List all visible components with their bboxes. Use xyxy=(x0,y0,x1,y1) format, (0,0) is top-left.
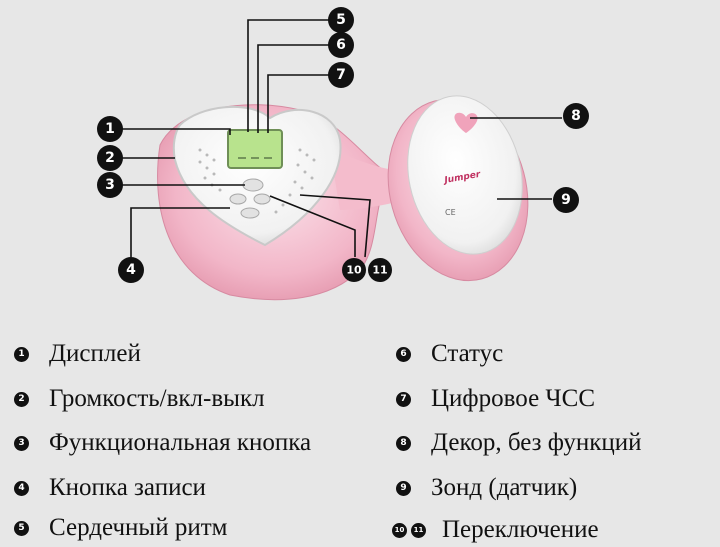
callout-badge-9: 9 xyxy=(553,187,579,213)
callout-badge-11: 11 xyxy=(368,258,392,282)
leader-10 xyxy=(269,195,356,257)
legend-badge: 7 xyxy=(396,391,411,407)
legend-label: Кнопка записи xyxy=(49,474,206,501)
svg-text:11: 11 xyxy=(372,264,387,277)
speaker-grille xyxy=(198,148,316,214)
legend-item-10-11: 10 11 Переключение xyxy=(392,515,599,545)
legend-label: Переключение xyxy=(442,516,599,543)
legend-label: Декор, без функций xyxy=(431,429,642,456)
legend-badge: 8 xyxy=(396,435,411,451)
svg-text:3: 3 xyxy=(105,177,115,193)
legend-item-7: 7 Цифровое ЧСС xyxy=(396,384,595,414)
legend-badge: 11 xyxy=(411,522,426,538)
callout-badge-10: 10 xyxy=(342,258,366,282)
record-button-right[interactable] xyxy=(253,193,271,205)
legend-badge: 4 xyxy=(14,480,29,496)
connector-bridge xyxy=(330,150,405,210)
svg-text:2: 2 xyxy=(105,150,115,166)
legend-item-6: 6 Статус xyxy=(396,339,503,369)
legend-item-3: 3 Функциональная кнопка xyxy=(14,428,311,458)
legend-label: Сердечный ритм xyxy=(49,514,228,541)
legend-item-1: 1 Дисплей xyxy=(14,339,141,369)
legend-badge: 1 xyxy=(14,346,29,362)
svg-text:5: 5 xyxy=(336,12,346,28)
legend-badge: 5 xyxy=(14,520,29,536)
callout-badge-8: 8 xyxy=(563,103,589,129)
leader-7 xyxy=(267,74,329,133)
svg-text:7: 7 xyxy=(336,67,346,83)
main-unit xyxy=(157,104,405,301)
callout-badge-7: 7 xyxy=(328,62,354,88)
legend-badge: 10 xyxy=(392,522,407,538)
leader-lines xyxy=(122,19,562,258)
legend-item-2: 2 Громкость/вкл-выкл xyxy=(14,384,265,414)
legend-badge: 3 xyxy=(14,435,29,451)
leader-4 xyxy=(130,207,230,257)
leader-6 xyxy=(257,44,329,133)
svg-text:9: 9 xyxy=(561,192,571,208)
svg-text:4: 4 xyxy=(126,262,136,278)
callout-badge-1: 1 xyxy=(97,116,123,142)
probe-unit: Jumper CE xyxy=(387,95,529,282)
legend-item-8: 8 Декор, без функций xyxy=(396,428,642,458)
heart-face xyxy=(172,105,342,247)
svg-text:8: 8 xyxy=(571,108,581,124)
ce-mark: CE xyxy=(445,208,456,217)
svg-text:10: 10 xyxy=(346,264,362,277)
lcd-display xyxy=(227,129,283,169)
svg-text:1: 1 xyxy=(105,121,115,137)
legend-label: Статус xyxy=(431,340,504,367)
callout-badge-4: 4 xyxy=(118,257,144,283)
legend-badge: 6 xyxy=(396,346,411,362)
leader-1 xyxy=(122,128,231,135)
legend-label: Цифровое ЧСС xyxy=(431,385,596,412)
leader-11 xyxy=(299,194,371,258)
callout-badge-3: 3 xyxy=(97,172,123,198)
legend-label: Зонд (датчик) xyxy=(431,474,578,501)
function-button[interactable] xyxy=(242,178,264,192)
leader-5 xyxy=(247,19,329,132)
legend-item-4: 4 Кнопка записи xyxy=(14,473,206,503)
lower-button[interactable] xyxy=(240,207,260,219)
callout-badge-2: 2 xyxy=(97,145,123,171)
callout-badge-6: 6 xyxy=(328,32,354,58)
svg-text:6: 6 xyxy=(336,37,346,53)
record-button-left[interactable] xyxy=(229,193,247,205)
legend-label: Громкость/вкл-выкл xyxy=(49,385,265,412)
legend-badge: 2 xyxy=(14,391,29,407)
callout-badge-5: 5 xyxy=(328,7,354,33)
callout-badges: 1 2 3 4 5 6 7 8 9 10 11 xyxy=(97,7,589,283)
probe-white-face xyxy=(407,95,523,255)
legend-item-5: 5 Сердечный ритм xyxy=(14,513,227,543)
legend-label: Функциональная кнопка xyxy=(49,429,312,456)
legend-item-9: 9 Зонд (датчик) xyxy=(396,473,577,503)
legend-badge: 9 xyxy=(396,480,411,496)
legend-label: Дисплей xyxy=(49,340,141,367)
